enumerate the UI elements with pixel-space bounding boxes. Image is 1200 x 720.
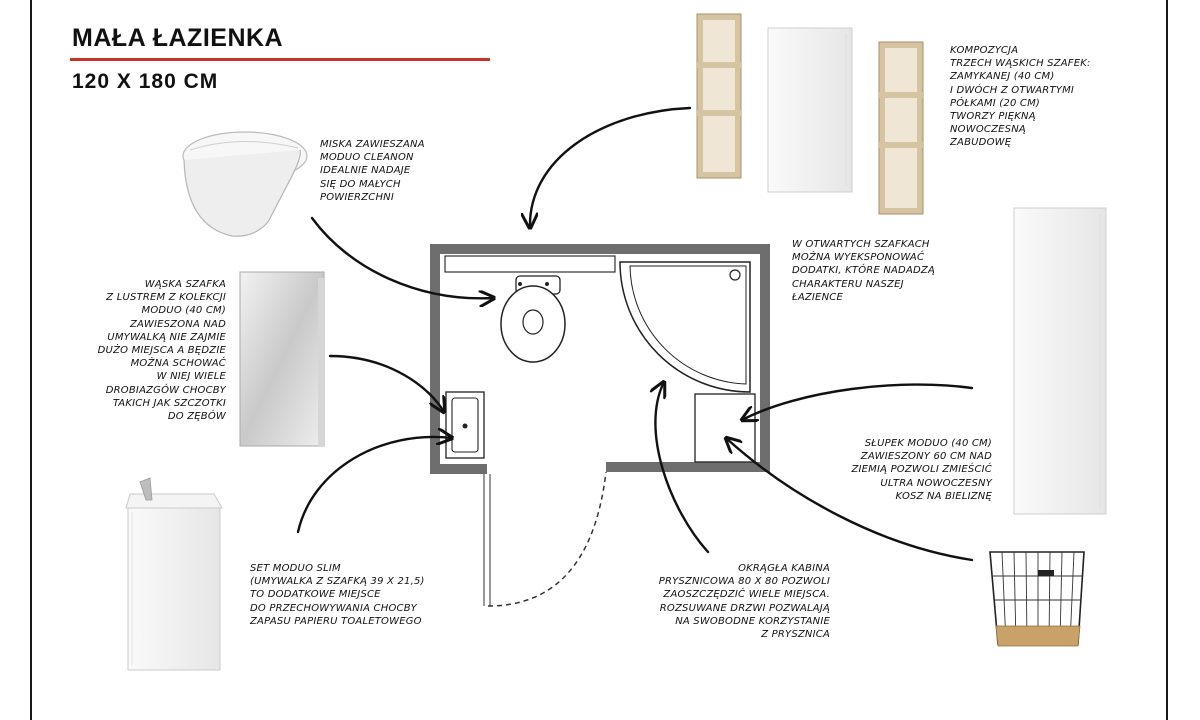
note-line: Z LUSTREM Z KOLEKCJI bbox=[106, 292, 226, 304]
arrow-basin-set bbox=[296, 437, 452, 534]
note-line: TRZECH WĄSKICH SZAFEK: bbox=[950, 58, 1091, 70]
arrow-basket bbox=[726, 438, 974, 562]
note-line: DO PRZECHOWYWANIA CHOCBY bbox=[250, 602, 417, 614]
plan-shower bbox=[619, 261, 751, 393]
note-line: MODUO CLEANON bbox=[320, 152, 414, 164]
note-line: MISKA ZAWIESZANA bbox=[320, 139, 425, 150]
note-line: ZAWIESZONA NAD bbox=[129, 318, 226, 330]
plan-door bbox=[483, 471, 607, 607]
note-line: ULTRA NOWOCZESNY bbox=[880, 477, 992, 489]
note-line: ZAPASU PAPIERU TOALETOWEGO bbox=[250, 615, 422, 627]
note-shower: OKRĄGŁA KABINA PRYSZNICOWA 80 X 80 POZWOL… bbox=[624, 562, 830, 641]
note-line: ZIEMIĄ POZWOLI ZMIEŚCIĆ bbox=[851, 464, 992, 476]
arrow-cabinets bbox=[530, 106, 692, 228]
pointer-arrows bbox=[296, 106, 974, 562]
plan-toilet bbox=[500, 275, 566, 363]
arrow-column bbox=[742, 383, 974, 420]
arrow-mirror-cabinet bbox=[328, 354, 444, 412]
note-line: NA SWOBODNE KORZYSTANIE bbox=[675, 615, 830, 627]
note-line: (UMYWALKA Z SZAFKĄ 39 x 21,5) bbox=[250, 576, 425, 588]
note-line: MODUO (40 CM) bbox=[141, 305, 226, 317]
note-line: ZAMYKANEJ (40 CM) bbox=[950, 71, 1055, 83]
note-line: UMYWALKĄ NIE ZAJMIE bbox=[107, 331, 226, 343]
page-title: MAŁA ŁAZIENKA bbox=[72, 24, 284, 52]
note-line: IDEALNIE NADAJE bbox=[320, 165, 411, 177]
note-line: WĄSKA SZAFKA bbox=[144, 279, 226, 290]
note-line: SET MODUO SLIM bbox=[250, 563, 341, 574]
note-line: TWORZY PIĘKNĄ bbox=[950, 111, 1036, 123]
note-line: MOŻNA SCHOWAĆ bbox=[130, 358, 226, 370]
plan-washbasin bbox=[445, 391, 485, 459]
note-line: SIĘ DO MAŁYCH bbox=[320, 178, 401, 190]
note-line: TAKICH JAK SZCZOTKI bbox=[112, 397, 226, 409]
note-line: NOWOCZESNĄ bbox=[950, 124, 1026, 136]
plan-column-cabinet bbox=[694, 393, 756, 463]
open-shelf-cabinet-right bbox=[878, 41, 924, 215]
note-line: I DWÓCH Z OTWARTYMI bbox=[950, 84, 1075, 96]
laundry-basket-illustration bbox=[989, 551, 1085, 647]
page-subtitle: 120 X 180 CM bbox=[72, 70, 219, 93]
note-line: CHARAKTERU NASZEJ bbox=[792, 278, 904, 290]
note-basin-set: SET MODUO SLIM (UMYWALKA Z SZAFKĄ 39 x 21… bbox=[250, 562, 425, 628]
note-line: SŁUPEK MODUO (40 CM) bbox=[864, 438, 992, 449]
note-line: ZAWIESZONY 60 CM NAD bbox=[860, 451, 992, 463]
page-border-left bbox=[30, 0, 32, 720]
note-line: Z PRYSZNICA bbox=[761, 629, 830, 641]
mirror-cabinet-illustration bbox=[239, 271, 325, 447]
note-line: KOMPOZYCJA bbox=[950, 45, 1019, 56]
toilet-bowl-illustration bbox=[182, 131, 308, 237]
note-line: OKRĄGŁA KABINA bbox=[738, 563, 830, 574]
note-line: TO DODATKOWE MIEJSCE bbox=[250, 589, 381, 601]
column-cabinet-illustration bbox=[1013, 207, 1107, 515]
note-line: ZAOSZCZĘDZIĆ WIELE MIEJSCA. bbox=[663, 589, 830, 601]
note-cabinets-composition: KOMPOZYCJA TRZECH WĄSKICH SZAFEK:ZAMYKANE… bbox=[950, 44, 1091, 150]
arrow-toilet bbox=[310, 216, 494, 298]
note-line: ŁAZIENCE bbox=[792, 291, 843, 303]
plan-installation-panel bbox=[444, 255, 616, 273]
note-line: PÓŁKAMI (20 CM) bbox=[950, 97, 1040, 109]
note-column-cabinet: SŁUPEK MODUO (40 CM) ZAWIESZONY 60 CM NAD… bbox=[820, 437, 992, 503]
washbasin-set-illustration bbox=[125, 477, 223, 671]
open-shelf-cabinet-left bbox=[696, 13, 742, 179]
note-line: DROBIAZGÓW CHOCBY bbox=[105, 384, 226, 396]
note-line: PRYSZNICOWA 80 X 80 POZWOLI bbox=[658, 576, 830, 588]
floor-plan bbox=[430, 244, 770, 607]
note-line: W OTWARTYCH SZAFKACH bbox=[792, 239, 930, 250]
arrow-shower bbox=[655, 382, 710, 554]
note-line: ZABUDOWĘ bbox=[950, 137, 1012, 149]
note-line: W NIEJ WIELE bbox=[156, 371, 226, 383]
note-line: KOSZ NA BIELIZNĘ bbox=[895, 490, 992, 502]
title-underline bbox=[70, 58, 490, 61]
note-line: ROZSUWANE DRZWI POZWALAJĄ bbox=[659, 602, 830, 614]
page-border-right bbox=[1166, 0, 1168, 720]
note-line: MOŻNA WYEKSPONOWAĆ bbox=[792, 252, 925, 264]
note-line: DODATKI, KTÓRE NADADZĄ bbox=[792, 265, 935, 277]
closed-white-cabinet bbox=[767, 27, 853, 193]
note-line: POWIERZCHNI bbox=[320, 191, 394, 203]
note-line: DUŻO MIEJSCA A BĘDZIE bbox=[97, 345, 226, 357]
note-line: DO ZĘBÓW bbox=[167, 411, 226, 423]
narrow-cabinets-illustration bbox=[696, 13, 924, 215]
